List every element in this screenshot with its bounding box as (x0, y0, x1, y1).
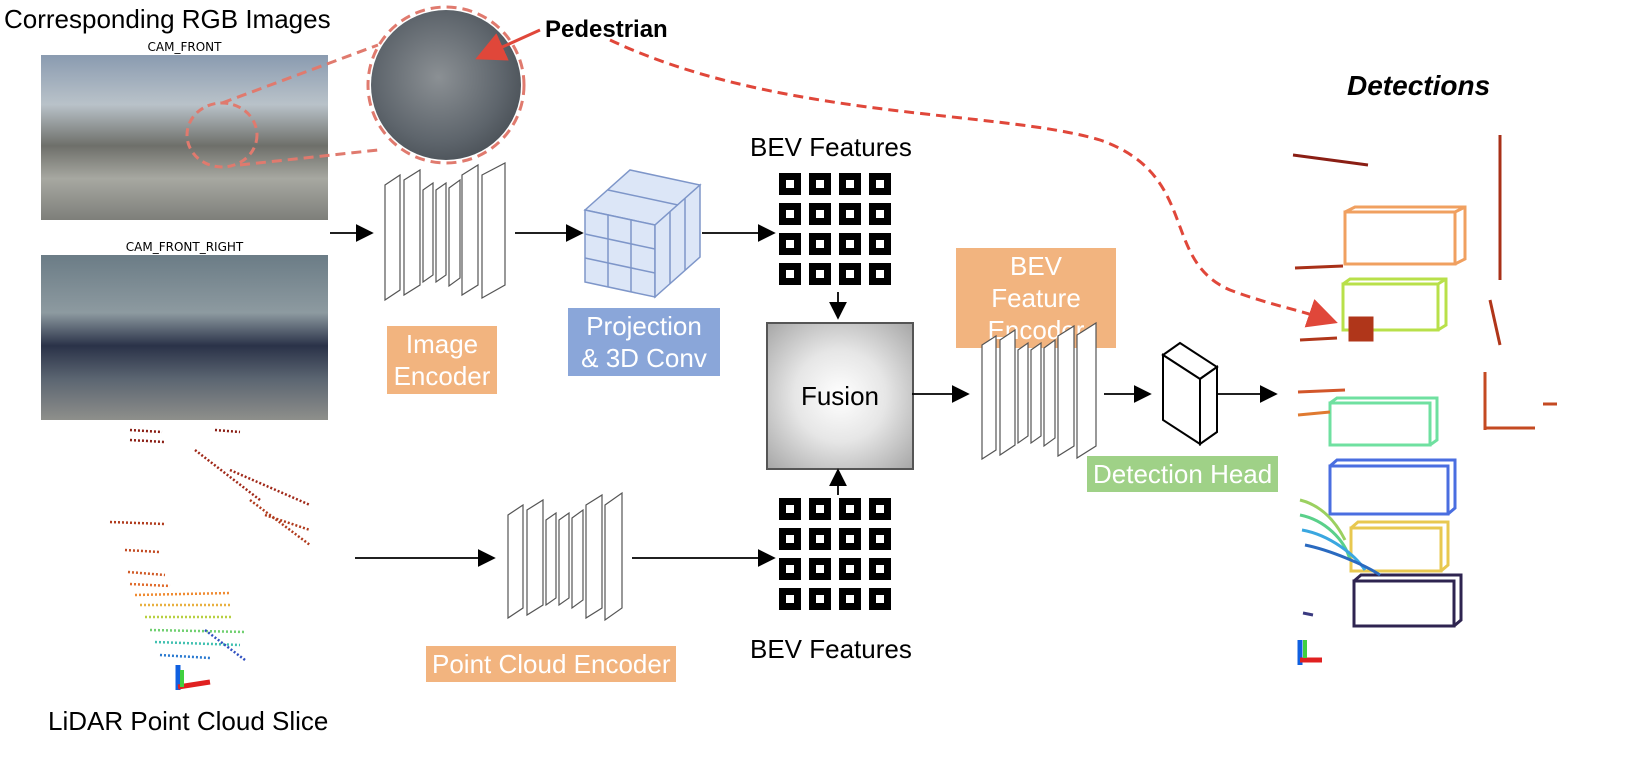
zoom-circle-outline (366, 5, 526, 165)
bev-cell-inner (846, 565, 854, 573)
cam-front-right-label: CAM_FRONT_RIGHT (125, 240, 244, 254)
pedestrian-label: Pedestrian (545, 16, 668, 43)
3d-conv-cube (583, 169, 702, 299)
bev-cell-inner (846, 595, 854, 603)
bev-cell-inner (786, 565, 794, 573)
pedestrian-pointer-arrow (475, 28, 541, 61)
bev-cell-inner (786, 505, 794, 513)
bev-cell-inner (876, 535, 884, 543)
detection-box-orange (1343, 205, 1467, 266)
bev-cell-inner (846, 180, 854, 188)
bev-cell-inner (786, 595, 794, 603)
bev-feature-encoder-layers (981, 321, 1097, 461)
bev-cell-inner (816, 210, 824, 218)
bev-cell-inner (846, 210, 854, 218)
fusion-block: Fusion (766, 322, 914, 470)
bev-grid-top-cells (779, 173, 891, 285)
detection-scene-points (1292, 135, 1557, 665)
bev-cell-inner (816, 270, 824, 278)
detection-head-block (1161, 341, 1219, 446)
bev-cell-inner (876, 270, 884, 278)
bev-cell-inner (786, 270, 794, 278)
point-cloud-encoder-layers (507, 491, 623, 622)
bev-cell-inner (816, 505, 824, 513)
detection-head-label: Detection Head (1087, 456, 1279, 492)
bev-cell-inner (846, 535, 854, 543)
bev-cell-inner (786, 240, 794, 248)
detection-box-mint (1328, 396, 1439, 447)
bev-cell-inner (876, 240, 884, 248)
bev-cell-inner (876, 565, 884, 573)
image-encoder-layers (384, 162, 506, 302)
bev-features-bottom-label: BEV Features (750, 634, 912, 664)
image-encoder-label: Image Encoder (387, 326, 497, 394)
detections-title: Detections (1347, 70, 1491, 101)
bev-cell-inner (876, 180, 884, 188)
bev-cell-inner (876, 595, 884, 603)
pedestrian-highlight-ellipse (185, 101, 259, 169)
detection-boxes (1328, 205, 1467, 628)
bev-cell-inner (876, 505, 884, 513)
bev-cell-inner (786, 210, 794, 218)
bev-cell-inner (876, 210, 884, 218)
cam-front-right-image (41, 255, 328, 420)
bev-grid-bottom-cells (779, 498, 891, 610)
bev-cell-inner (846, 505, 854, 513)
zoom-leader-top (221, 43, 379, 105)
bev-cell-inner (816, 535, 824, 543)
lidar-point-cloud (109, 428, 311, 690)
zoom-leader-bottom (239, 148, 379, 167)
cam-front-image (41, 55, 328, 220)
bev-features-top-label: BEV Features (750, 132, 912, 162)
detection-box-dark (1352, 573, 1463, 628)
bev-cell-inner (786, 180, 794, 188)
bev-cell-inner (816, 240, 824, 248)
pedestrian-to-detection-curve (609, 38, 1338, 328)
fusion-label: Fusion (800, 380, 880, 411)
bev-cell-inner (786, 535, 794, 543)
bev-cell-inner (816, 180, 824, 188)
detection-box-lime (1341, 277, 1448, 332)
detection-box-yellow (1349, 520, 1450, 573)
bev-cell-inner (816, 595, 824, 603)
projection-3d-conv-label: Projection & 3D Conv (568, 308, 720, 376)
lidar-title: LiDAR Point Cloud Slice (48, 706, 329, 736)
bev-cell-inner (816, 565, 824, 573)
point-cloud-encoder-label: Point Cloud Encoder (426, 646, 677, 682)
rgb-images-title: Corresponding RGB Images (4, 4, 331, 34)
detection-box-blue (1328, 458, 1457, 516)
bev-cell-inner (846, 240, 854, 248)
cam-front-label: CAM_FRONT (147, 40, 222, 54)
bev-cell-inner (846, 270, 854, 278)
